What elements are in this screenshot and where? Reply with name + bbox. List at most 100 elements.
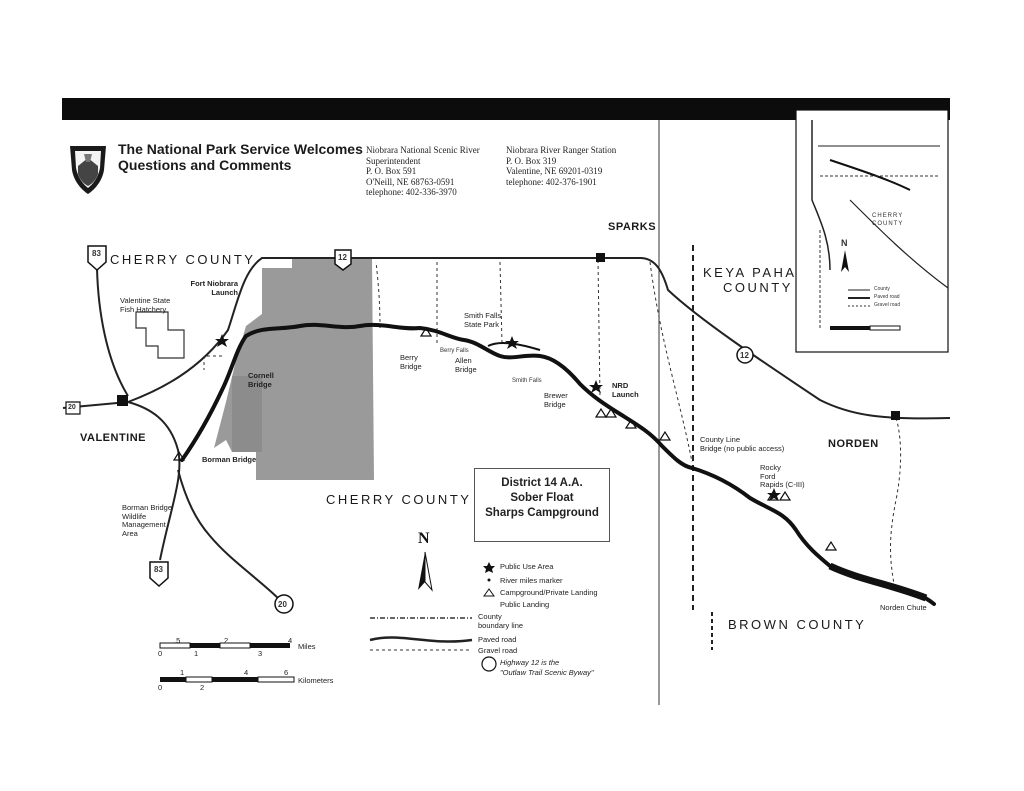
legend-line: "Outlaw Trail Scenic Byway" (500, 668, 594, 677)
place-line: Wildlife (122, 511, 147, 521)
county-line: COUNTY (723, 280, 793, 295)
place-line: State Park (464, 319, 500, 329)
place-line: Bridge (no public access) (700, 443, 785, 453)
legend-symbols (369, 562, 497, 672)
route-12-shield (334, 249, 352, 271)
scale-mile-2: 2 (224, 636, 229, 645)
route-83-label: 83 (92, 249, 101, 258)
cornell-bridge-label: Cornell Bridge (248, 371, 274, 389)
berry-falls-label: Berry Falls (440, 348, 469, 354)
highway-83-road (127, 401, 181, 561)
ranger-station-address: Niobrara River Ranger Station P. O. Box … (506, 145, 616, 187)
scale-mile-1: 1 (194, 649, 199, 658)
inset-legend-paved: Paved road (874, 294, 900, 300)
title-line-2: Questions and Comments (118, 157, 292, 173)
inset-line: CHERRY (872, 213, 904, 219)
place-line: County Line (700, 435, 741, 444)
legend-public-use-area: Public Use Area (500, 562, 554, 571)
sparks-label: SPARKS (608, 221, 657, 233)
legend-paved-road: Paved road (478, 635, 517, 644)
cherry-county-label: CHERRY COUNTY (326, 492, 472, 507)
fish-hatchery-outline (135, 311, 185, 359)
smith-falls-state-park-label: Smith Falls State Park (464, 311, 502, 329)
scale-km-4: 4 (244, 668, 249, 677)
scale-bar-km (160, 676, 295, 683)
route-12-shield-east (736, 346, 754, 364)
scale-km-1: 1 (180, 668, 185, 677)
inset-legend-gravel: Gravel road (874, 302, 901, 308)
header-bar (62, 98, 950, 120)
rocky-ford-rapids-label: Rocky Ford Rapids (C-III) (760, 463, 805, 490)
niobrara-river (180, 322, 936, 606)
inset-map (795, 109, 949, 353)
fish-hatchery-label: Valentine State Fish Hatchery (120, 296, 170, 314)
north-letter: N (418, 530, 430, 547)
fort-niobrara-launch-label: Fort Niobrara Launch (190, 279, 238, 297)
place-line: Fish Hatchery (120, 304, 167, 314)
route-20-label: 20 (68, 404, 76, 411)
highway-12-road (127, 257, 951, 420)
norden-chute-label: Norden Chute (880, 603, 927, 612)
place-line: Area (122, 528, 138, 538)
borman-bridge-label: Borman Bridge (202, 455, 257, 464)
niobrara-river-lower (828, 562, 928, 602)
gravel-road (499, 261, 503, 345)
gravel-road (203, 355, 222, 370)
inset-legend-county: County (874, 286, 890, 292)
district-line: Sober Float (510, 492, 574, 504)
route-12-east-label: 12 (740, 351, 749, 360)
scale-miles-unit: Miles (298, 642, 316, 651)
nrd-launch-label: NRD Launch (612, 381, 639, 399)
gravel-road (649, 261, 693, 463)
scale-km-0: 0 (158, 683, 163, 692)
scale-bar-miles (159, 642, 290, 649)
nps-arrowhead-icon (70, 146, 106, 194)
brewer-bridge-label: Brewer Bridge (544, 391, 568, 409)
smith-falls-label: Smith Falls (512, 378, 542, 384)
highway-83-road (96, 267, 129, 397)
gravel-road (890, 417, 902, 585)
scale-mile-0: 0 (158, 649, 163, 658)
brown-county-label: BROWN COUNTY (728, 617, 867, 632)
district-line: District 14 A.A. (501, 477, 583, 489)
place-line: Management (122, 520, 166, 529)
place-line: Rocky (760, 463, 781, 472)
contact-line: P. O. Box 591 (366, 166, 417, 176)
route-83-south-label: 83 (154, 565, 163, 574)
scale-km-6: 6 (284, 668, 289, 677)
district-14-info-box: District 14 A.A. Sober Float Sharps Camp… (474, 468, 610, 542)
valentine-label: VALENTINE (80, 432, 147, 444)
cherry-county-label: CHERRY COUNTY (110, 252, 256, 267)
legend-public-landing: Public Landing (500, 600, 550, 609)
gravel-road (597, 259, 601, 399)
place-line: Rapids (C-III) (760, 480, 805, 489)
contact-line: Niobrara National Scenic River (366, 145, 480, 155)
page-title: The National Park Service Welcomes Quest… (118, 141, 363, 173)
public-use-stars (215, 334, 781, 501)
legend-line: County (478, 612, 502, 621)
district-line: Sharps Campground (485, 507, 599, 519)
place-line: Borman Bridge (122, 503, 173, 512)
inset-cherry-county-label: CHERRY COUNTY (872, 212, 903, 228)
legend-line: Highway 12 is the (500, 658, 560, 667)
legend-county-boundary: County boundary line (478, 612, 523, 630)
public-land-area (232, 376, 262, 452)
place-line: Smith Falls (464, 311, 502, 320)
contact-line: telephone: 402-336-3970 (366, 187, 457, 197)
superintendent-address: Niobrara National Scenic River Superinte… (366, 145, 480, 198)
contact-line: P. O. Box 319 (506, 155, 557, 166)
borman-wma-label: Borman Bridge Wildlife Management Area (122, 503, 173, 538)
berry-bridge-label: Berry Bridge (400, 353, 422, 371)
scale-mile-3: 3 (258, 649, 263, 658)
legend-gravel-road: Gravel road (478, 646, 518, 655)
contact-line: O'Neill, NE 68763-0591 (366, 176, 455, 187)
sparks-town-marker (596, 253, 605, 262)
route-20-south-label: 20 (278, 600, 287, 609)
contact-line: Niobrara River Ranger Station (506, 145, 617, 155)
scale-mile-5: .5 (174, 636, 181, 645)
title-line-1: The National Park Service Welcomes (118, 141, 363, 157)
place-line: Ford (760, 471, 776, 481)
legend-scenic-byway: Highway 12 is the "Outlaw Trail Scenic B… (500, 658, 594, 678)
valentine-town-marker (117, 395, 128, 406)
contact-line: Valentine, NE 69201-0319 (506, 166, 603, 176)
